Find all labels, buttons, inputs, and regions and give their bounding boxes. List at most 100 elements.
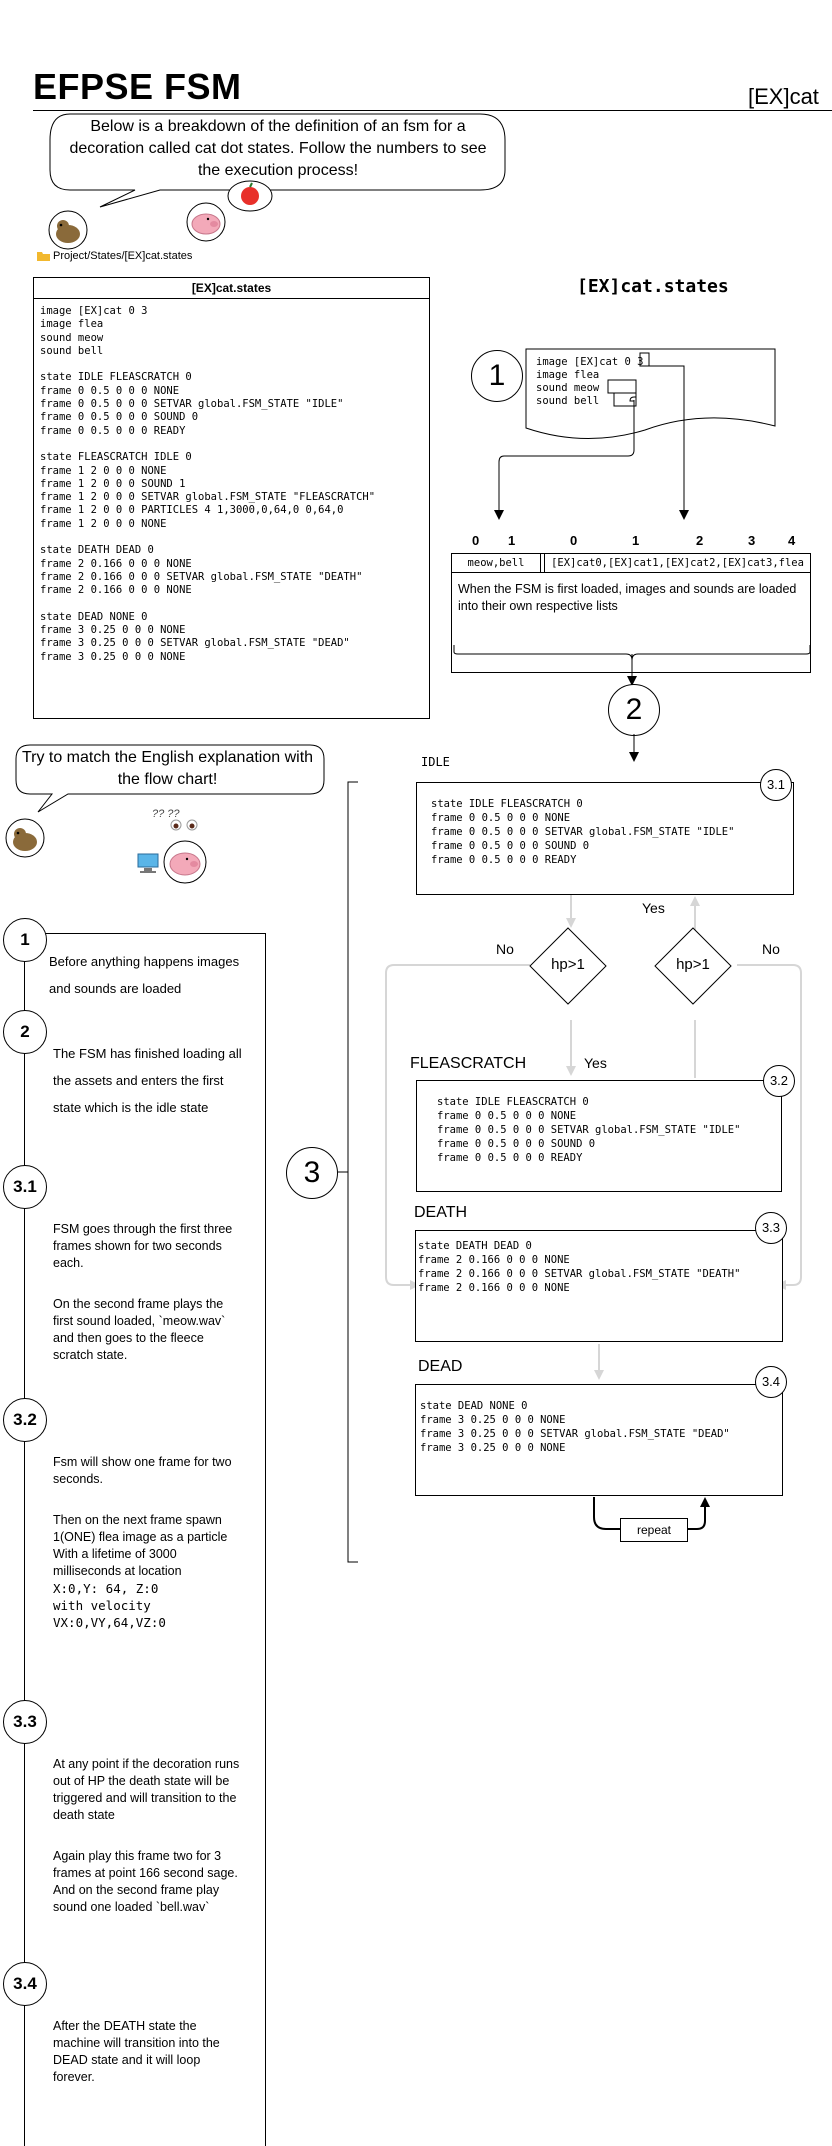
flow-arrows (385, 894, 802, 1380)
decision-left-label: hp>1 (551, 956, 585, 973)
step-2-circle: 2 (608, 684, 660, 736)
question-marks: ?? ?? (152, 808, 180, 820)
step-2-arrow (629, 734, 639, 762)
document-line: image flea (536, 369, 600, 381)
fleascratch-code: state IDLE FLEASCRATCH 0 frame 0 0.5 0 0 … (417, 1081, 781, 1165)
code-line: frame 3 0.25 0 0 0 NONE (40, 650, 186, 663)
code-line: frame 1 2 0 0 0 SOUND 1 (40, 477, 186, 490)
code-line: frame 1 2 0 0 0 PARTICLES 4 1,3000,0,64,… (40, 504, 344, 517)
fleascratch-code-line: state IDLE FLEASCRATCH 0 (437, 1096, 589, 1108)
idle-state-box: state IDLE FLEASCRATCH 0 frame 0 0.5 0 0 … (416, 782, 794, 895)
explanation-step-circle: 3.2 (3, 1398, 47, 1442)
explanation-paragraph: Before anything happens images and sound… (49, 954, 240, 996)
document-line: image [EX]cat 0 3 (536, 356, 644, 368)
code-line: sound bell (40, 344, 104, 357)
fleascratch-code-line: frame 0 0.5 0 0 0 NONE (437, 1110, 577, 1122)
code-line: frame 2 0.166 0 0 0 NONE (40, 557, 192, 570)
sound-index: 0 (472, 533, 480, 548)
explanation-text: Before anything happens images and sound… (49, 948, 259, 1002)
match-bubble-shape (15, 744, 325, 813)
death-code: state DEATH DEAD 0 frame 2 0.166 0 0 0 NO… (416, 1231, 782, 1295)
brace-and-arrow (453, 645, 811, 686)
death-code-line: state DEATH DEAD 0 (418, 1240, 532, 1252)
death-code-line: frame 2 0.166 0 0 0 SETVAR global.FSM_ST… (418, 1268, 741, 1280)
folder-icon (37, 252, 50, 261)
file-diagram-title: [EX]cat.states (577, 276, 729, 297)
code-line (40, 598, 423, 611)
images-list: [EX]cat0,[EX]cat1,[EX]cat2,[EX]cat3,flea (551, 557, 804, 569)
idle-code-line: frame 0 0.5 0 0 0 NONE (431, 812, 571, 824)
explanation-panel (24, 933, 266, 2146)
decision-right-diamond (654, 927, 732, 1005)
code-line: frame 0 0.5 0 0 0 SOUND 0 (40, 411, 199, 424)
explanation-step-circle: 3.4 (3, 1962, 47, 2006)
intro-bubble-text: Below is a breakdown of the definition o… (69, 118, 487, 179)
code-line: state DEAD NONE 0 (40, 610, 148, 623)
code-line (40, 438, 423, 451)
explanation-paragraph: Again play this frame two for 3 frames a… (53, 1849, 238, 1914)
explanation-paragraph: FSM goes through the first three frames … (53, 1222, 233, 1270)
image-index: 1 (632, 533, 640, 548)
image-index: 2 (696, 533, 704, 548)
sound-index: 1 (508, 533, 516, 548)
explanation-step-circle: 3.1 (3, 1165, 47, 1209)
explanation-paragraph: At any point if the decoration runs out … (53, 1757, 240, 1822)
death-code-line: frame 2 0.166 0 0 0 NONE (418, 1254, 570, 1266)
step-1-circle: 1 (471, 350, 523, 402)
code-line: frame 2 0.166 0 0 0 NONE (40, 584, 192, 597)
step-3-circle: 3 (286, 1147, 338, 1199)
code-line: frame 1 2 0 0 0 NONE (40, 464, 167, 477)
death-code-line: frame 2 0.166 0 0 0 NONE (418, 1282, 570, 1294)
image-index: 3 (748, 533, 756, 548)
page-title: EFPSE FSM (33, 66, 242, 107)
idle-label: IDLE (421, 755, 450, 769)
dead-label: DEAD (418, 1358, 463, 1375)
explanation-text: The FSM has finished loading all the ass… (53, 1040, 243, 1121)
image-index: 0 (570, 533, 578, 548)
intro-bubble-shape (49, 113, 506, 208)
code-line: frame 3 0.25 0 0 0 SETVAR global.FSM_STA… (40, 637, 350, 650)
idle-code-line: frame 0 0.5 0 0 0 SOUND 0 (431, 840, 590, 852)
page-subtitle: [EX]cat (748, 84, 819, 109)
no-right-label: No (762, 941, 780, 957)
pig-avatar-2 (163, 840, 207, 884)
dog-avatar-2 (5, 818, 45, 858)
fleascratch-code-line: frame 0 0.5 0 0 0 READY (437, 1152, 583, 1164)
apple-thought-cloud (226, 176, 274, 216)
explanation-paragraph: After the DEATH state the machine will t… (53, 2019, 220, 2084)
idle-code: state IDLE FLEASCRATCH 0 frame 0 0.5 0 0 … (417, 783, 793, 867)
code-line: state DEATH DEAD 0 (40, 544, 154, 557)
decision-right-label: hp>1 (676, 956, 710, 973)
dead-code-line: frame 3 0.25 0 0 0 SETVAR global.FSM_STA… (420, 1428, 730, 1440)
dog-avatar (48, 210, 88, 250)
decision-left-diamond (529, 927, 607, 1005)
code-line: frame 3 0.25 0 0 0 NONE (40, 624, 186, 637)
document-shape (525, 348, 776, 439)
idle-code-line: state IDLE FLEASCRATCH 0 (431, 798, 583, 810)
document-line: sound bell (536, 395, 600, 407)
idle-code-line: frame 0 0.5 0 0 0 READY (431, 854, 577, 866)
match-bubble-text: Try to match the English explanation wit… (21, 749, 314, 788)
death-step-circle: 3.3 (755, 1212, 787, 1244)
eyes-icon (168, 818, 204, 832)
code-line (40, 358, 423, 371)
document-line: sound meow (536, 382, 600, 394)
fleascratch-code-line: frame 0 0.5 0 0 0 SETVAR global.FSM_STAT… (437, 1124, 741, 1136)
code-line: frame 0 0.5 0 0 0 NONE (40, 384, 180, 397)
code-line: image [EX]cat 0 3 (40, 305, 148, 317)
code-line: frame 0 0.5 0 0 0 READY (40, 424, 186, 437)
computer-icon (136, 852, 162, 874)
code-line: image flea (40, 318, 104, 331)
breadcrumb-path: Project/States/[EX]cat.states (53, 250, 193, 262)
title-divider (33, 110, 832, 111)
load-arrows (494, 352, 689, 520)
death-state-box: state DEATH DEAD 0 frame 2 0.166 0 0 0 NO… (415, 1230, 783, 1342)
code-line: frame 0 0.5 0 0 0 SETVAR global.FSM_STAT… (40, 398, 344, 411)
no-left-label: No (496, 941, 514, 957)
explanation-step-circle: 2 (3, 1010, 47, 1054)
